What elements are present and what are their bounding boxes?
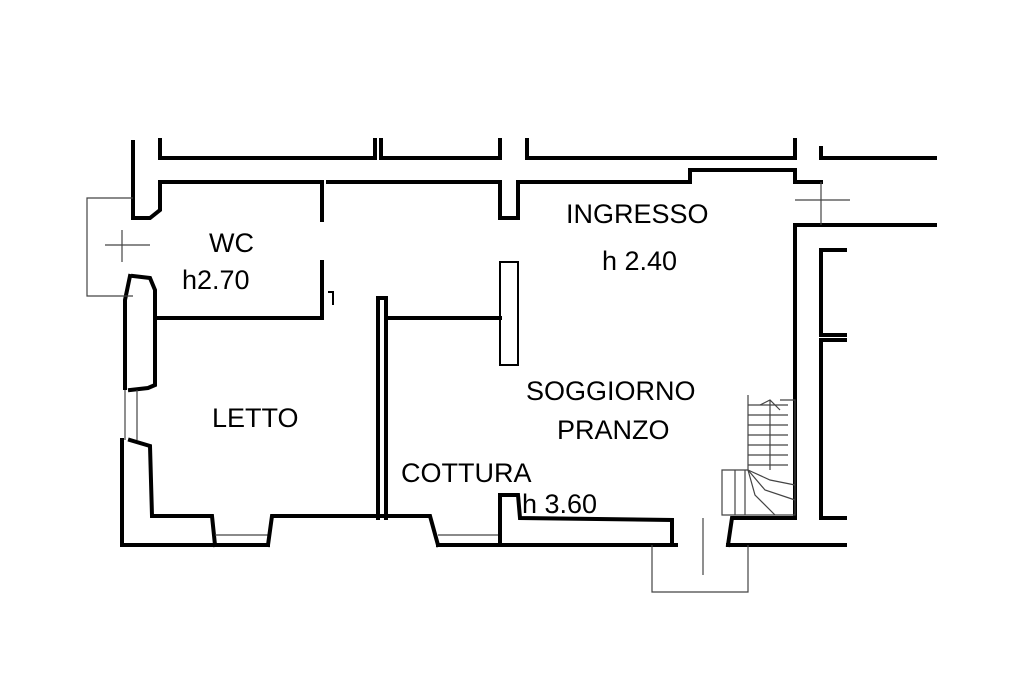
interior-walls [153, 180, 520, 520]
room-label-pranzo: PRANZO [557, 415, 670, 445]
entrance-step [651, 518, 749, 593]
left-exterior-wall [120, 180, 218, 548]
staircase [721, 395, 796, 516]
top-exterior-wall [131, 138, 937, 220]
room-label-cottura: COTTURA [401, 458, 532, 488]
room-height-cottura: h 3.60 [522, 489, 597, 519]
room-label-letto: LETTO [212, 403, 299, 433]
room-height-wc: h2.70 [182, 265, 250, 295]
left-window-box [86, 197, 150, 297]
right-side-walls [795, 182, 850, 520]
bottom-exterior-wall [213, 223, 937, 548]
room-label-wc: WC [209, 228, 254, 258]
room-label-soggiorno: SOGGIORNO [526, 376, 696, 406]
room-label-ingresso: INGRESSO [566, 199, 709, 229]
room-height-ingresso: h 2.40 [602, 246, 677, 276]
